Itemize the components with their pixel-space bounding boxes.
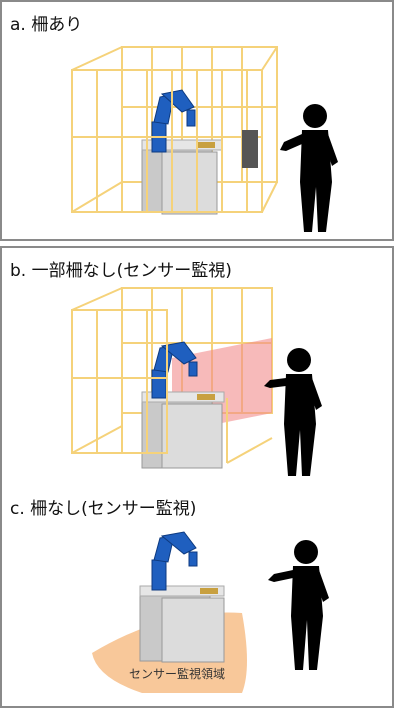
scene-b-c: センサー監視領域	[71, 287, 329, 693]
control-panel	[242, 130, 258, 168]
person-icon	[280, 104, 338, 232]
person-icon-c	[268, 540, 329, 670]
panel-a-label: a. 柵あり	[10, 15, 83, 35]
sensor-zone-label: センサー監視領域	[129, 666, 225, 681]
scene-a	[71, 46, 338, 232]
table-b	[141, 391, 225, 469]
robot-arm	[151, 89, 196, 153]
panel-c-label: c. 柵なし(センサー監視)	[10, 499, 197, 519]
fence-front-b	[71, 287, 273, 464]
table-c	[139, 585, 225, 663]
panel-a: a. 柵あり	[0, 0, 394, 241]
panel-b: b. 一部柵なし(センサー監視) c. 柵なし(センサー監視)	[0, 246, 394, 708]
fence-front	[71, 46, 278, 213]
robot-arm-c	[151, 531, 198, 591]
panel-b-label: b. 一部柵なし(センサー監視)	[10, 261, 232, 281]
person-icon-b	[264, 348, 322, 476]
